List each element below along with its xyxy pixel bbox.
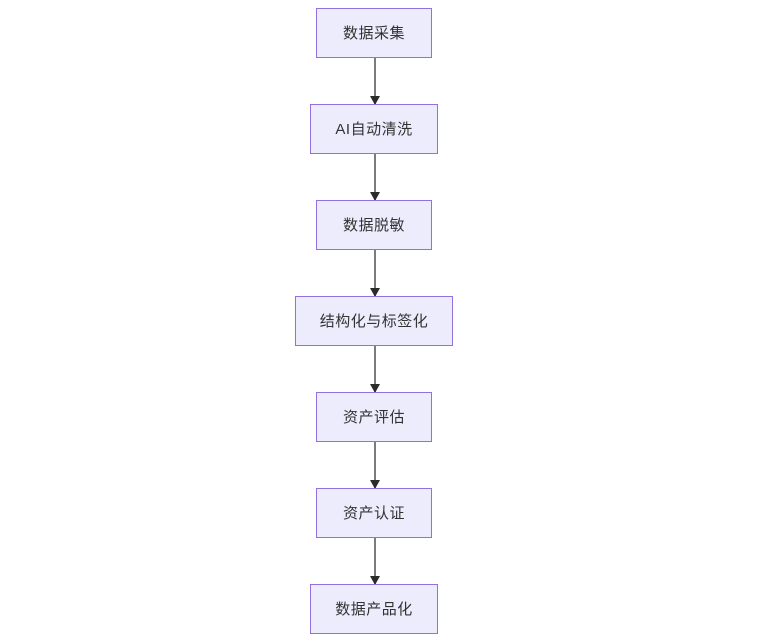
flow-node-label: 数据脱敏 [342,216,405,234]
edge-line [374,58,376,104]
edge-line [374,538,376,584]
edge-line [374,442,376,488]
flow-node-n4[interactable]: 结构化与标签化 [295,296,453,346]
flow-node-n3[interactable]: 数据脱敏 [316,200,432,250]
edge-line [374,154,376,200]
flow-node-label: 资产评估 [342,408,405,426]
flow-node-n2[interactable]: AI自动清洗 [310,104,438,154]
flow-node-n1[interactable]: 数据采集 [316,8,432,58]
flow-node-n5[interactable]: 资产评估 [316,392,432,442]
flow-node-n6[interactable]: 资产认证 [316,488,432,538]
flow-node-label: 资产认证 [342,504,405,522]
flow-node-label: 数据产品化 [335,600,413,618]
flow-node-label: AI自动清洗 [335,120,413,138]
flow-node-label: 数据采集 [342,24,405,42]
flow-node-n7[interactable]: 数据产品化 [310,584,438,634]
edge-line [374,346,376,392]
edge-line [374,250,376,296]
flow-node-label: 结构化与标签化 [319,312,429,330]
